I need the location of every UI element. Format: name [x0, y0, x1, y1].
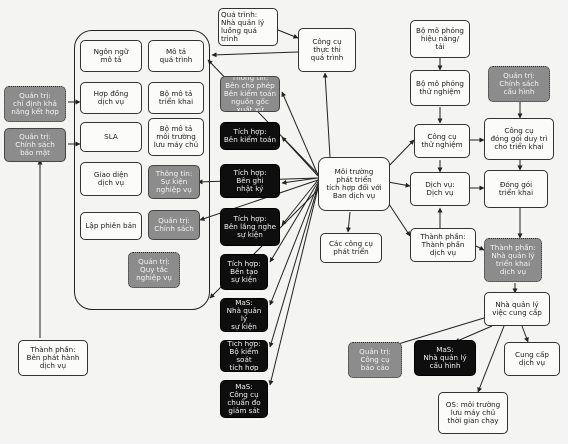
edge-cungcap-cauhinh: [454, 325, 493, 343]
test-tool-node: Công cụ thử nghiệm: [414, 124, 470, 158]
deploy-package-node: Đóng gói triển khai: [484, 170, 548, 208]
description-language-node: Ngôn ngữ mô tả: [80, 40, 142, 72]
service-publisher-node: Thành phần: Bên phát hành dịch vụ: [18, 340, 88, 376]
sla-node: SLA: [80, 122, 142, 152]
edge-thucthi-group: [211, 51, 299, 58]
edge-cungcap-os: [477, 325, 505, 393]
service-component-node: Thành phần: Thành phần dịch vụ: [410, 228, 476, 262]
edge-hub-congcu: [345, 211, 351, 233]
edge-hub-thongtin-chophep: [281, 91, 319, 176]
test-simulator-node: Bộ mô phỏng thử nghiệm: [410, 70, 470, 106]
integration-auditor-node: Tích hợp: Bên kiểm toán: [220, 122, 280, 150]
process-description-node: Mô tả quá trình: [148, 40, 204, 72]
service-service-node: Dịch vụ: Dịch vụ: [410, 172, 470, 206]
mas-event-manager-node: MaS: Nhà quản lý sự kiện: [220, 298, 268, 332]
mas-config-manager-node: MaS: Nhà quản lý cấu hình: [414, 340, 476, 376]
deployment-descriptor-node: Bộ mô tả triển khai: [148, 82, 204, 114]
edge-hub-thucthi: [322, 72, 331, 158]
process-execution-tool-node: Công cụ thực thi quá trình: [298, 28, 356, 72]
deploy-packaging-tool-node: Công cụ đóng gói duy trì cho triển khai: [484, 118, 554, 160]
governance-composability-node: Quản trị: chỉ định khả năng kết hợp: [4, 86, 66, 122]
business-event-info-node: Thông tin: Sự kiện nghiệp vụ: [148, 165, 200, 199]
integration-controller-node: Tích hợp: Bộ kiểm soát tích hợp: [220, 340, 268, 372]
integrated-dev-env-node: Môi trường phát triển tích hợp đối với B…: [318, 157, 390, 211]
edge-hub-langnghe: [281, 179, 319, 226]
governance-security-policy-node: Quản trị: Chính sách bảo mật: [4, 128, 66, 162]
governance-config-policy-node: Quản trị: Chính sách cấu hình: [488, 66, 550, 102]
runtime-hosting-os-node: OS: môi trường lưu máy chủ thời gian chạ…: [438, 392, 508, 434]
edge-cungcap-dichvu2: [521, 325, 529, 343]
perf-load-simulator-node: Bộ mô phỏng hiệu năng/ tải: [410, 20, 470, 58]
edge-thanhphan-trienkhai: [475, 245, 485, 251]
integration-logger-node: Tích hợp: Bên ghi nhật ký: [220, 164, 280, 198]
edge-hub-chuandoan: [268, 187, 319, 386]
versioning-node: Lập phiên bản: [80, 212, 142, 240]
edge-hub-quanlysukien: [269, 183, 319, 306]
service-deploy-manager-node: Thành phần: Nhà quản lý triển khai dịch …: [484, 238, 542, 282]
edge-hub-kiemsoat: [268, 185, 319, 348]
dev-tools-node: Các công cụ phát triển: [320, 233, 382, 263]
service-interface-node: Giao diện dịch vụ: [80, 162, 142, 196]
integration-event-creator-node: Tích hợp: Bên tạo sự kiện: [220, 254, 268, 290]
service-provision-node: Cung cấp dịch vụ: [504, 342, 560, 376]
provisioning-manager-node: Nhà quản lý việc cung cấp: [484, 292, 550, 326]
integration-event-listener-node: Tích hợp: Bên lắng nghe sự kiện: [220, 208, 280, 246]
edge-hub-taosukien: [269, 181, 319, 263]
service-contract-node: Hợp đồng dịch vụ: [80, 82, 142, 114]
service-description-group: [74, 30, 210, 310]
edge-quatrinh-thucthi: [277, 29, 299, 39]
info-authorizer-node: Thông tin: Bên cho phép Bên kiểm toán ng…: [220, 76, 280, 112]
mas-monitoring-tool-node: MaS: Công cụ chuẩn đo giám sát: [220, 380, 268, 418]
edge-hub-chinhsach: [199, 179, 319, 221]
governance-policy-node: Quản trị: Chính sách: [148, 210, 200, 240]
governance-business-rules-node: Quản trị: Quy tắc nghiệp vụ: [128, 252, 180, 288]
edge-hub-dichvu: [387, 181, 411, 188]
hosting-env-descriptor-node: Bộ mô tả môi trường lưu máy chủ: [148, 118, 204, 156]
edge-cungcap-baocao: [394, 317, 485, 347]
process-flow-manager-node: Quá trình: Nhà quản lý luồng quá trình: [218, 8, 278, 46]
governance-report-tool-node: Quản trị: Công cụ báo cáo: [348, 342, 402, 378]
edge-hub-ghinhatky: [281, 177, 319, 185]
